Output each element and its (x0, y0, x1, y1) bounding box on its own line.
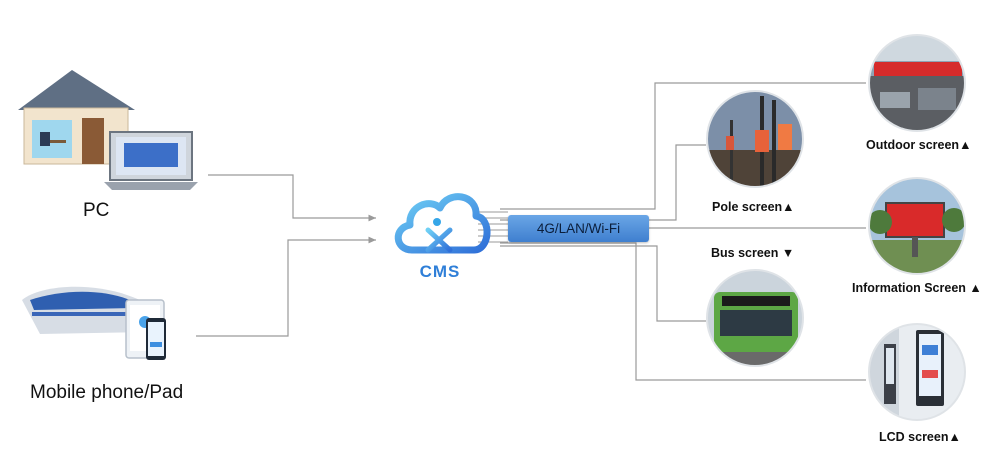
lcd-screen-label: LCD screen▲ (879, 430, 961, 444)
network-badge: 4G/LAN/Wi-Fi (508, 215, 649, 242)
pole-screen-label: Pole screen▲ (712, 200, 795, 214)
connector-outdoor (500, 82, 866, 210)
source-connectors (196, 174, 376, 337)
connector-bus (500, 245, 706, 322)
mobile-pad-label: Mobile phone/Pad (30, 382, 184, 403)
information-screen-label: Information Screen ▲ (852, 281, 982, 295)
device-connectors (500, 82, 866, 381)
cms-label: CMS (419, 262, 461, 281)
connector-lcd (500, 242, 866, 381)
information-screen-photo-icon (869, 178, 965, 274)
connector-mobile (196, 236, 376, 337)
bus-screen-label: Bus screen ▼ (711, 246, 795, 260)
connector-pc (208, 174, 376, 222)
pc-label: PC (83, 200, 110, 221)
house-pc-icon (18, 70, 198, 190)
cloud-cms-icon (394, 193, 491, 254)
train-phone-pad-icon (22, 286, 166, 360)
outdoor-screen-photo-icon (869, 35, 965, 131)
outdoor-screen-label: Outdoor screen▲ (866, 138, 972, 152)
